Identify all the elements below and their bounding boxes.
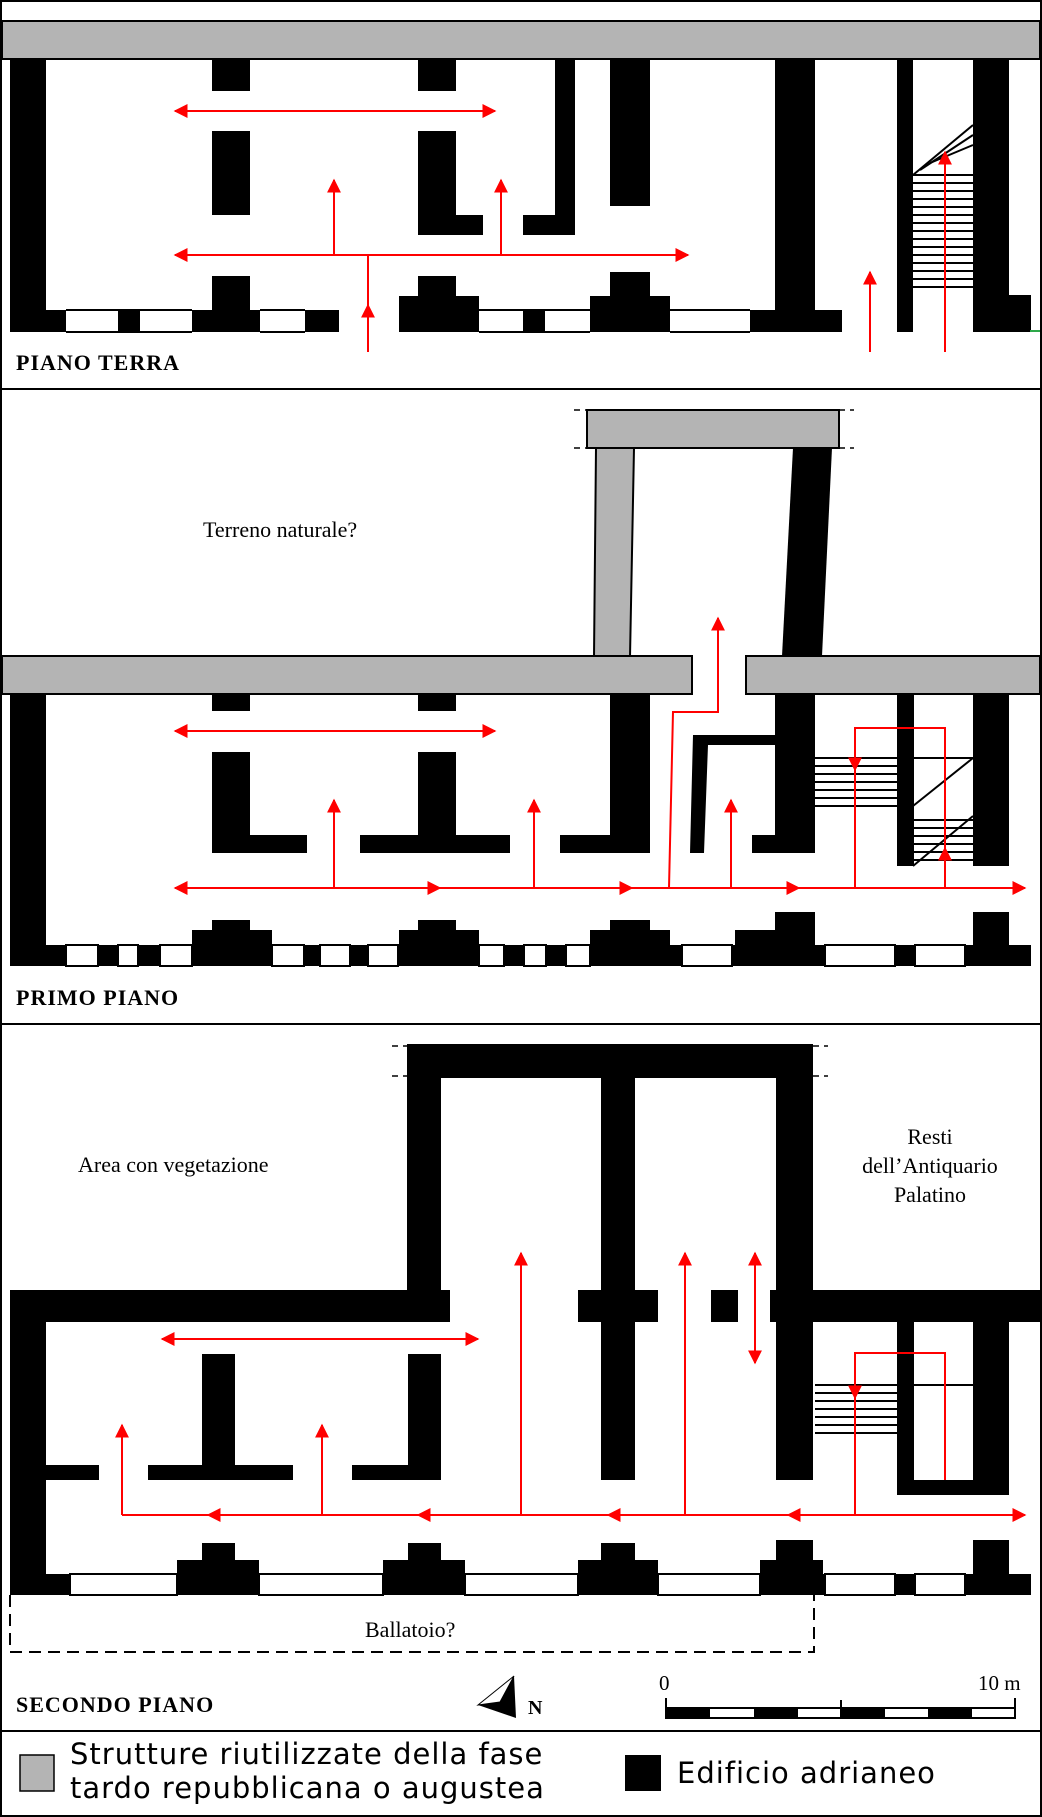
second-floor-title: SECONDO PIANO — [16, 1692, 215, 1717]
hadrian-walls-first — [10, 448, 1031, 966]
second-staircase — [815, 1322, 973, 1480]
first-circulation-arrows — [173, 616, 1027, 895]
terrain-note: Terreno naturale? — [203, 517, 358, 542]
first-windows — [65, 944, 966, 967]
second-windows — [69, 1573, 966, 1596]
legend-reused-line-2: tardo repubblicana o augustea — [70, 1771, 545, 1805]
scale-bar — [665, 1698, 1016, 1719]
ballatoio-outline — [9, 1595, 815, 1653]
first-staircase — [815, 694, 974, 867]
ground-windows — [66, 309, 750, 333]
scale-bar-end-label: 10 m — [978, 1671, 1021, 1695]
reused-wall-first-east — [745, 655, 1041, 695]
north-arrow-label: N — [528, 1697, 543, 1719]
hadrian-walls-second — [10, 1044, 1040, 1595]
reused-wall-first-north — [586, 409, 840, 449]
legend-hadrian-label: Edificio adrianeo — [677, 1756, 936, 1790]
antiquarium-line-1: Resti — [907, 1124, 953, 1149]
north-arrow-icon — [476, 1675, 516, 1718]
reused-wall-first-diagonal — [592, 447, 636, 658]
legend-reused-label: Strutture riutilizzate della fase tardo … — [70, 1737, 545, 1805]
vegetation-note: Area con vegetazione — [78, 1152, 269, 1177]
scale-bar-start-label: 0 — [659, 1671, 670, 1695]
legend-reused-line-1: Strutture riutilizzate della fase — [70, 1737, 544, 1771]
ground-floor-plan — [1, 20, 1041, 352]
first-floor-plan — [1, 409, 1041, 967]
second-circulation-arrows — [115, 1251, 1027, 1522]
first-floor-title: PRIMO PIANO — [16, 985, 180, 1010]
ground-staircase — [912, 124, 974, 288]
antiquarium-line-2: dell’Antiquario — [862, 1153, 998, 1178]
reused-wall-ground-north — [1, 20, 1041, 60]
legend-hadrian-swatch — [625, 1755, 661, 1791]
second-floor-plan — [9, 1044, 1040, 1653]
reused-wall-first-west — [1, 655, 693, 695]
ground-circulation-arrows — [173, 104, 952, 352]
antiquarium-line-3: Palatino — [893, 1182, 967, 1207]
hadrian-walls-ground — [10, 59, 1031, 332]
legend-reused-swatch — [19, 1754, 55, 1792]
antiquarium-note: Resti dell’Antiquario Palatino — [830, 1122, 1030, 1209]
ballatoio-note: Ballatoio? — [365, 1617, 456, 1642]
ground-floor-title: PIANO TERRA — [16, 350, 181, 375]
